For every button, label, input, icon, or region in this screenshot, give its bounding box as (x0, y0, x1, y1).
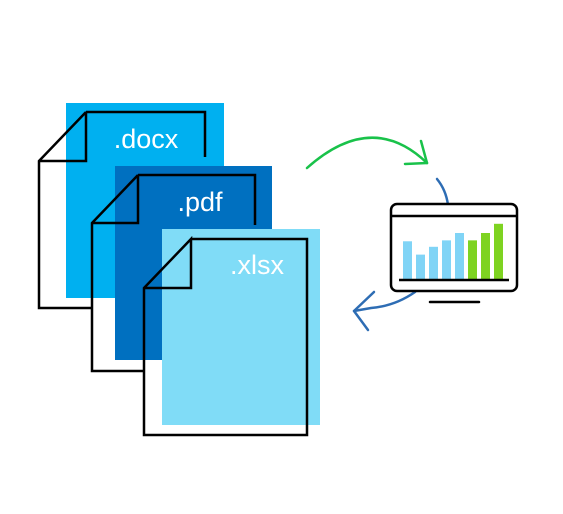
lower-arrow-curve (352, 290, 417, 313)
lower-arrow-top-segment (435, 177, 450, 207)
docx-outline (37, 110, 207, 310)
upper-arrow-head (403, 139, 429, 166)
monitor-chart-bar (481, 233, 490, 279)
lower-curved-arrow-icon (352, 177, 450, 332)
upper-arrow-curve (305, 136, 429, 170)
monitor-chart-bar (429, 246, 438, 279)
lower-arrow-head (352, 290, 376, 332)
docx-extension-label: .docx (114, 124, 179, 154)
monitor-icon (389, 202, 519, 304)
monitor-chart-bar (416, 254, 425, 279)
monitor-chart-bar (468, 240, 477, 279)
pdf-extension-label: .pdf (177, 187, 223, 217)
upper-curved-arrow-icon (305, 136, 429, 170)
xlsx-extension-label: .xlsx (230, 250, 285, 280)
monitor-chart-bar (455, 233, 464, 279)
xlsx-document-icon: .xlsx (142, 229, 320, 437)
pdf-outline (90, 173, 257, 373)
monitor-bar-chart (403, 223, 503, 279)
monitor-chart-bar (442, 240, 451, 279)
monitor-chart-bar (494, 223, 503, 279)
xlsx-outline (142, 235, 309, 437)
xlsx-fill (162, 229, 320, 425)
monitor-chart-bar (403, 241, 412, 279)
